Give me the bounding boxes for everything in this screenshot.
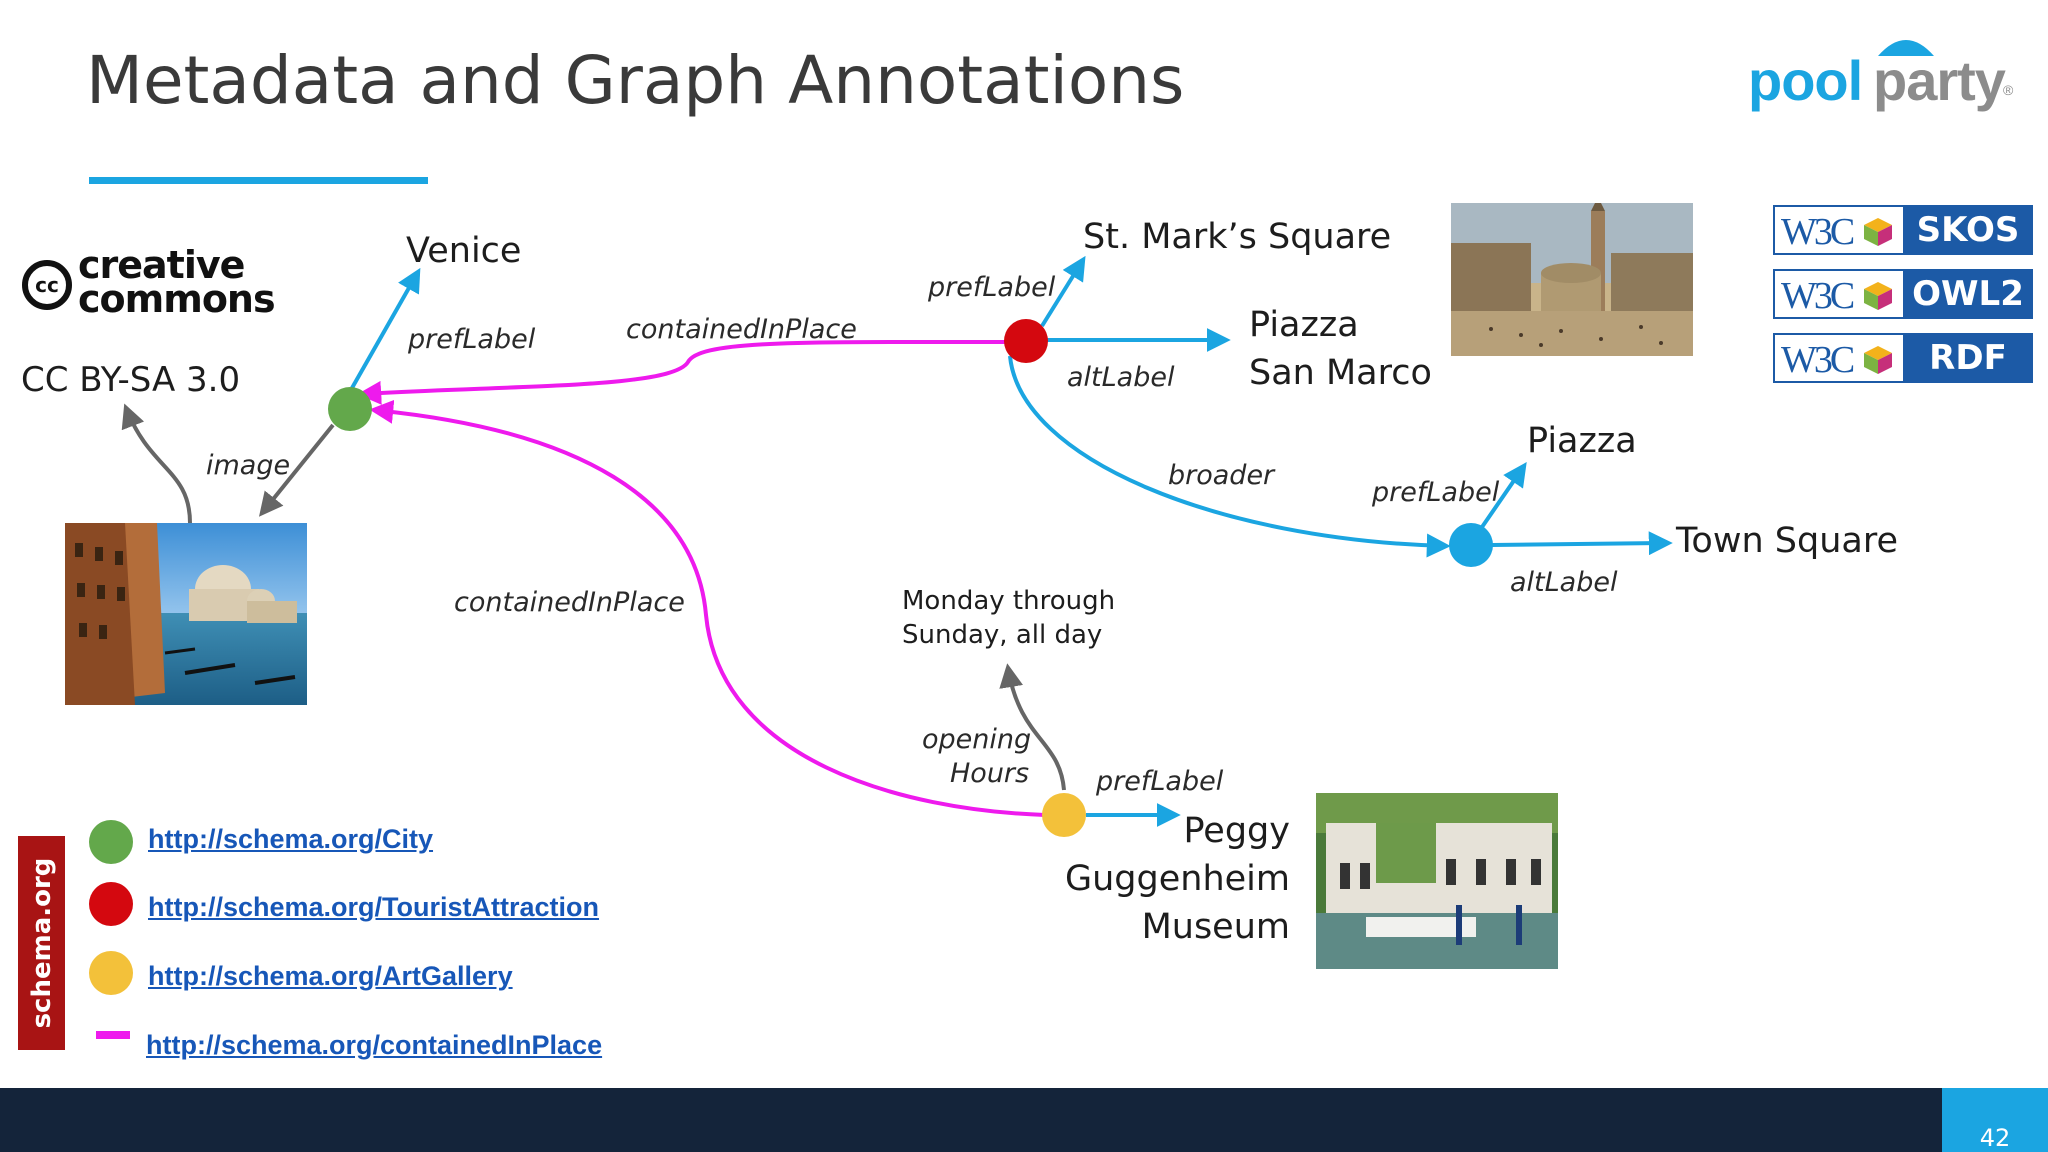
badge-name-skos: SKOS	[1903, 207, 2033, 253]
label-peggy-line1: Peggy	[1183, 811, 1290, 851]
legend-tourist-attraction-link[interactable]: http://schema.org/TouristAttraction	[148, 892, 600, 922]
slide-title: Metadata and Graph Annotations	[86, 42, 1185, 119]
legend-tourist-attraction-dot	[89, 882, 133, 926]
legend-city-link[interactable]: http://schema.org/City	[148, 824, 434, 854]
edge-image-license	[121, 403, 192, 524]
w3c-rdf-mark: W3C	[1781, 339, 1855, 381]
label-piazza: Piazza	[1527, 421, 1637, 461]
logo-pool-text: pool	[1748, 49, 1863, 112]
edge-label-image: image	[206, 450, 290, 481]
badge-name-owl2: OWL2	[1903, 271, 2033, 317]
cc-icon: cc	[22, 260, 72, 310]
cube-icon	[1864, 346, 1892, 374]
label-venice: Venice	[406, 231, 521, 271]
edge-label-contained-mid: containedInPlace	[454, 587, 685, 618]
edge-label-stmarks-preflabel: prefLabel	[927, 272, 1056, 303]
edge-label-opening-line1: opening	[922, 724, 1031, 755]
knowledge-graph: Venice St. Mark’s Square Piazza San Marc…	[121, 217, 1898, 947]
edge-label-stmarks-altlabel: altLabel	[1067, 362, 1175, 393]
w3c-owl2-mark: W3C	[1781, 275, 1855, 317]
w3c-rdf-badge: W3C RDF	[1773, 333, 2033, 383]
node-peggy-gallery	[1042, 793, 1086, 837]
w3c-skos-badge: W3C SKOS	[1773, 205, 2033, 255]
edge-label-opening-line2: Hours	[950, 758, 1029, 789]
footer-bar	[0, 1088, 2048, 1152]
cc-wordmark-line2: commons	[78, 277, 276, 321]
legend-art-gallery-link[interactable]: http://schema.org/ArtGallery	[148, 961, 513, 991]
cc-wordmark: creative commons	[78, 243, 276, 321]
label-piazza-san-marco-line2: San Marco	[1249, 353, 1432, 393]
label-peggy-line3: Museum	[1142, 907, 1290, 947]
edge-venice-image	[258, 423, 335, 517]
cube-icon	[1864, 282, 1892, 310]
label-peggy-line2: Guggenheim	[1065, 859, 1290, 899]
label-piazza-san-marco-line1: Piazza	[1249, 305, 1359, 345]
cc-wordmark-line1: creative	[78, 243, 245, 287]
logo-party-text: party	[1873, 49, 2006, 112]
legend-contained-line	[96, 1031, 130, 1039]
edge-label-contained-top: containedInPlace	[626, 314, 857, 345]
peggy-guggenheim-photo	[1316, 793, 1558, 969]
edge-label-piazza-altlabel: altLabel	[1510, 567, 1618, 598]
edge-label-broader: broader	[1168, 460, 1276, 491]
page-number-box: 42	[1942, 1088, 2048, 1152]
edge-venice-preflabel	[350, 267, 421, 389]
schema-org-logo: schema.org	[18, 836, 65, 1050]
edge-piazza-altlabel	[1491, 531, 1673, 556]
edge-piazza-preflabel	[1478, 462, 1527, 532]
cube-icon	[1864, 218, 1892, 246]
title-underline	[89, 177, 428, 184]
edge-broader	[1008, 355, 1451, 558]
edge-label-peggy-preflabel: prefLabel	[1095, 766, 1224, 797]
creative-commons-logo: cc creative commons	[20, 246, 295, 322]
edge-opening-hours	[999, 663, 1066, 791]
w3c-skos-mark: W3C	[1781, 211, 1855, 253]
w3c-owl2-badge: W3C OWL2	[1773, 269, 2033, 319]
venice-photo	[65, 523, 307, 705]
license-label: CC BY-SA 3.0	[21, 360, 241, 400]
schema-org-label: schema.org	[26, 857, 57, 1029]
st-marks-painting	[1451, 203, 1693, 356]
node-venice-city	[328, 387, 372, 431]
node-piazza-concept	[1449, 523, 1493, 567]
edge-stmarks-preflabel	[1040, 255, 1086, 328]
label-st-marks-square: St. Mark’s Square	[1083, 217, 1391, 257]
page-number: 42	[1979, 1124, 2011, 1152]
edge-contained-peggy	[369, 399, 1046, 817]
node-stmarks-attraction	[1004, 319, 1048, 363]
legend-city-dot	[89, 820, 133, 864]
legend-contained-in-place-link[interactable]: http://schema.org/containedInPlace	[146, 1030, 603, 1060]
label-hours-line1: Monday through	[902, 586, 1115, 616]
edge-contained-stmarks	[357, 339, 1006, 405]
label-town-square: Town Square	[1675, 521, 1898, 561]
legend-art-gallery-dot	[89, 951, 133, 995]
umbrella-icon	[1878, 40, 1934, 56]
label-hours-line2: Sunday, all day	[902, 620, 1102, 650]
edge-label-piazza-preflabel: prefLabel	[1371, 477, 1500, 508]
logo-registered-mark: ®	[2003, 82, 2014, 98]
badge-name-rdf: RDF	[1903, 335, 2033, 381]
edge-label-venice-preflabel: prefLabel	[407, 324, 536, 355]
